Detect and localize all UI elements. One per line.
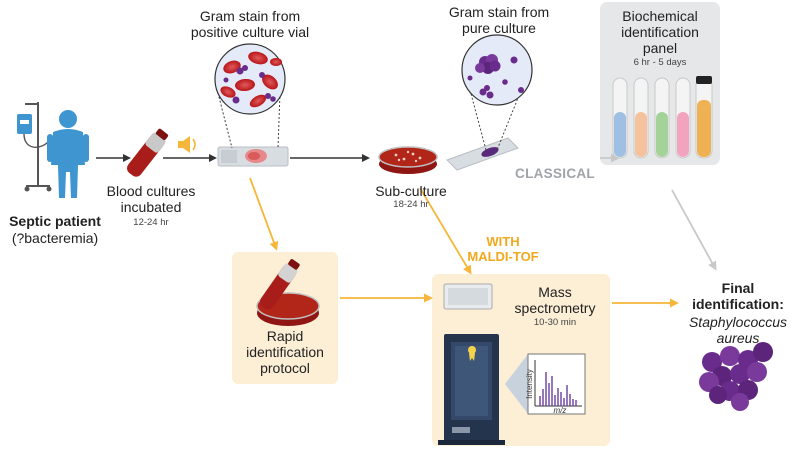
blood-culture-bottle (127, 128, 169, 177)
final-id-label: Final identification: (692, 280, 784, 313)
spectrum-x-label: m/z (554, 406, 567, 415)
culture-vial-slide (217, 146, 289, 167)
patient-icon (47, 110, 89, 198)
rapid-bottle (260, 259, 300, 310)
gram-stain-vial-circle (214, 43, 286, 115)
arrow-slide-to-rapid (249, 177, 279, 251)
with-maldi-label: WITH MALDI-TOF (467, 234, 539, 264)
maldi-target-plate (443, 283, 493, 310)
septic-patient-sublabel: (?bacteremia) (11, 230, 99, 246)
biochemical-tubes (612, 76, 713, 159)
blood-cultures-time: 12-24 hr (133, 217, 169, 228)
gram-stain-pure-circle (461, 34, 533, 106)
organism-label: Staphylococcus aureus (688, 314, 788, 347)
mass-spec-label: Mass spectrometry (514, 284, 596, 317)
gram-stain-pure-label: Gram stain from pure culture (448, 4, 550, 37)
zoom-line (496, 87, 523, 151)
mass-spectrometer (438, 334, 505, 445)
arrow-biochem-to-final (671, 189, 717, 271)
pure-culture-slide (446, 137, 519, 171)
mass-spectrum: Intensity m/z (505, 353, 586, 415)
petri-dish (378, 146, 438, 174)
arrow-subculture-to-maldi (419, 187, 472, 275)
mass-spec-time: 10-30 min (533, 317, 577, 328)
rapid-protocol-label: Rapid identification protocol (246, 328, 324, 377)
septic-patient-label: Septic patient (9, 213, 101, 229)
sub-culture-time: 18-24 hr (393, 199, 429, 210)
gram-stain-vial-label: Gram stain from positive culture vial (190, 8, 310, 41)
spectrum-y-label: Intensity (525, 369, 534, 399)
classical-label: CLASSICAL (515, 166, 595, 181)
speaker-icon (178, 136, 196, 153)
biochemical-label: Biochemical identification panel (621, 8, 699, 57)
iv-drip-icon (17, 102, 52, 192)
staphylococcus-cluster (699, 342, 773, 411)
biochemical-time: 6 hr - 5 days (633, 57, 687, 68)
sub-culture-label: Sub-culture (375, 183, 447, 199)
blood-cultures-label: Blood cultures incubated (106, 183, 196, 216)
zoom-line (217, 92, 233, 149)
zoom-line (277, 92, 281, 149)
